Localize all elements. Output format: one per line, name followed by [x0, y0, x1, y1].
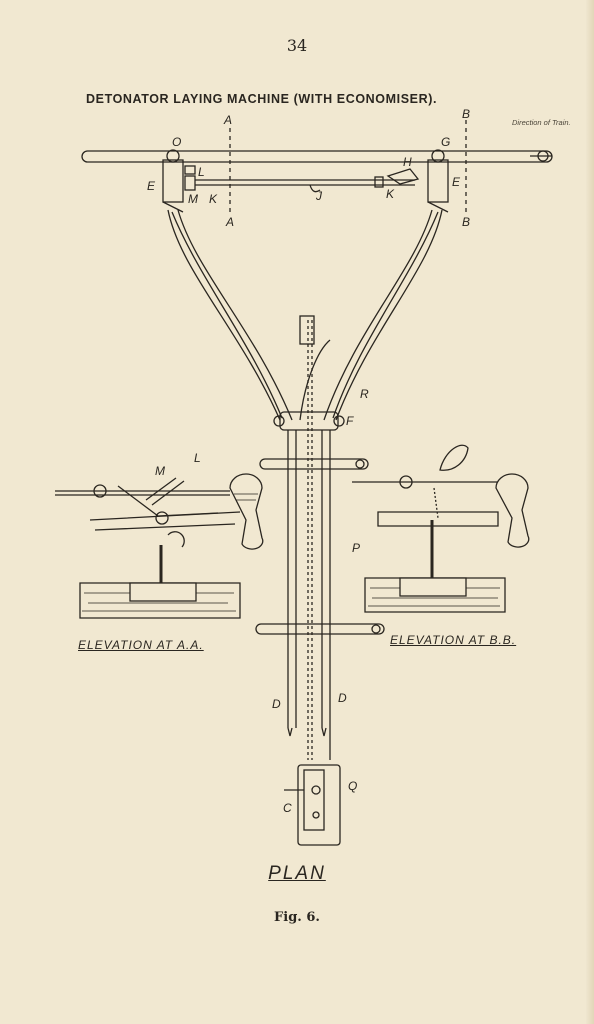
elevation-bb	[352, 444, 530, 613]
plan-caption: PLAN	[0, 863, 594, 885]
label-b-top: B	[462, 107, 470, 121]
collar	[273, 411, 345, 431]
label-c: C	[283, 801, 292, 815]
section-lines	[229, 120, 467, 212]
label-g: G	[441, 135, 450, 149]
left-bracket	[162, 149, 196, 213]
label-k-left: K	[209, 192, 218, 206]
elevation-bb-caption: ELEVATION AT B.B.	[390, 633, 517, 647]
label-e-right: E	[452, 175, 461, 189]
label-m: M	[188, 192, 198, 206]
cross-rail	[81, 150, 553, 163]
label-a-bottom: A	[225, 215, 234, 229]
label-b-bottom: B	[462, 215, 470, 229]
curved-arms	[167, 209, 443, 421]
label-p: P	[352, 541, 360, 555]
label-m-elevation: M	[155, 464, 165, 478]
label-q: Q	[348, 779, 357, 793]
plan-caption-text: PLAN	[268, 863, 326, 884]
main-shaft	[287, 315, 331, 760]
label-j: J	[315, 189, 323, 203]
page-number: 34	[286, 36, 308, 55]
cross-bars	[255, 458, 385, 635]
label-l: L	[198, 165, 205, 179]
label-l-elevation: L	[194, 451, 201, 465]
figure-title: DETONATOR LAYING MACHINE (WITH ECONOMISE…	[86, 92, 438, 106]
label-r: R	[360, 387, 369, 401]
direction-note: Direction of Train.	[512, 118, 571, 127]
drawing-labels: A A B B O G L H E E M K K J R F P D D C …	[147, 107, 470, 815]
label-d-right: D	[338, 691, 347, 705]
label-k-right: K	[386, 187, 395, 201]
connecting-rod	[195, 168, 420, 193]
label-a-top: A	[223, 113, 232, 127]
page-edge	[586, 0, 594, 1024]
right-bracket	[427, 149, 449, 213]
label-f: F	[346, 414, 354, 428]
bottom-box	[284, 764, 341, 846]
elevation-aa-caption: ELEVATION AT A.A.	[78, 638, 204, 652]
label-e-left: E	[147, 179, 156, 193]
figure-caption: Fig. 6.	[274, 910, 320, 925]
label-h: H	[403, 155, 412, 169]
elevation-aa	[55, 473, 264, 619]
label-o: O	[172, 135, 181, 149]
label-d-left: D	[272, 697, 281, 711]
